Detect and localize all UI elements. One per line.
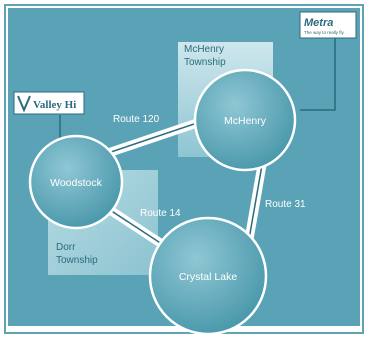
node-woodstock-label: Woodstock — [50, 177, 102, 189]
node-crystal-lake-label: Crystal Lake — [179, 271, 238, 283]
mchenry-township-label-line2: Township — [184, 57, 226, 68]
dorr-township-label-line2: Township — [56, 255, 98, 266]
route-120-edge — [106, 117, 202, 158]
route-31-label: Route 31 — [265, 199, 306, 210]
dorr-township-label-line1: Dorr — [56, 242, 76, 253]
node-mchenry: McHenry — [193, 68, 297, 172]
node-mchenry-label: McHenry — [224, 115, 267, 127]
route-120-label: Route 120 — [113, 114, 160, 125]
route-31-edge — [243, 164, 267, 246]
valley-hi-mark-icon — [17, 95, 31, 113]
mchenry-township-label-line1: McHenry — [184, 44, 224, 55]
metra-logo-text: Metra — [304, 17, 333, 29]
metra-tagline: The way to really fly. — [304, 30, 345, 35]
metra-connector-line — [300, 38, 336, 111]
valley-hi-logo: Valley Hi — [13, 91, 85, 115]
node-crystal-lake: Crystal Lake — [148, 216, 268, 336]
route-14-label: Route 14 — [140, 208, 181, 219]
node-woodstock: Woodstock — [28, 134, 124, 230]
valley-hi-logo-text: Valley Hi — [33, 99, 76, 111]
route-14-edge — [107, 206, 171, 252]
metra-logo: Metra The way to really fly. — [299, 11, 357, 39]
